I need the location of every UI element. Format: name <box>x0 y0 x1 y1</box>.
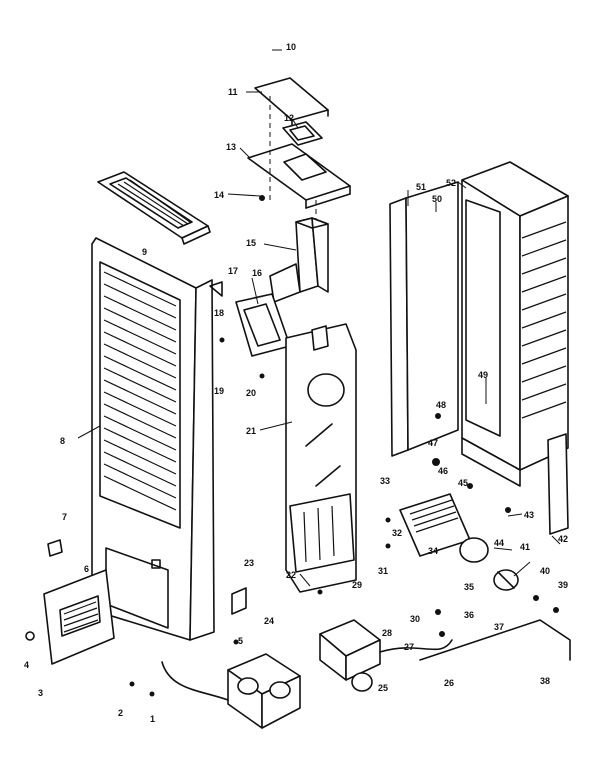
callout-52: 52 <box>446 178 456 188</box>
callout-33: 33 <box>380 476 390 486</box>
callout-36: 36 <box>464 610 474 620</box>
callout-51: 51 <box>416 182 426 192</box>
callout-28: 28 <box>382 628 392 638</box>
callout-9: 9 <box>142 247 147 257</box>
thermocouple-tube <box>161 661 229 701</box>
callout-38: 38 <box>540 676 550 686</box>
callout-50: 50 <box>432 194 442 204</box>
flue-cap-assembly <box>247 77 351 222</box>
callout-24: 24 <box>264 616 274 626</box>
callout-5: 5 <box>238 636 243 646</box>
callout-47: 47 <box>428 438 438 448</box>
callout-22: 22 <box>286 570 296 580</box>
callout-18: 18 <box>214 308 224 318</box>
callout-4: 4 <box>24 660 29 670</box>
callout-23: 23 <box>244 558 254 568</box>
cabinet-louvers <box>103 271 177 511</box>
callout-21: 21 <box>246 426 256 436</box>
callout-10: 10 <box>286 42 296 52</box>
callout-14: 14 <box>214 190 224 200</box>
callout-6: 6 <box>84 564 89 574</box>
part-24-gas-valve <box>161 653 301 729</box>
callout-1: 1 <box>150 714 155 724</box>
callout-12: 12 <box>284 113 294 123</box>
callout-48: 48 <box>436 400 446 410</box>
part-42-side-bracket <box>547 433 569 535</box>
callout-41: 41 <box>520 542 530 552</box>
part-17-clip <box>209 281 223 297</box>
part-7-clip <box>47 539 63 557</box>
callout-19: 19 <box>214 386 224 396</box>
part-30-51-rear-panel <box>389 181 459 457</box>
leader-lines <box>77 49 561 587</box>
part-38-pipe <box>419 619 571 661</box>
rear-cabinet-louvers <box>521 221 567 419</box>
callout-8: 8 <box>60 436 65 446</box>
part-8-front-cabinet <box>91 237 215 641</box>
callout-30: 30 <box>410 614 420 624</box>
part-12-gasket <box>282 121 323 146</box>
callout-11: 11 <box>228 87 238 97</box>
part-21-heat-exchanger <box>285 323 357 593</box>
callout-32: 32 <box>392 528 402 538</box>
callout-34: 34 <box>428 546 438 556</box>
callout-42: 42 <box>558 534 568 544</box>
part-16-gasket-frame <box>235 293 291 379</box>
callout-44: 44 <box>494 538 504 548</box>
part-15-flue-elbow <box>269 217 329 303</box>
callout-29: 29 <box>352 580 362 590</box>
callout-43: 43 <box>524 510 534 520</box>
callout-2: 2 <box>118 708 123 718</box>
callout-7: 7 <box>62 512 67 522</box>
callout-46: 46 <box>438 466 448 476</box>
part-9-top-grille <box>97 171 211 245</box>
callout-27: 27 <box>404 642 414 652</box>
callout-40: 40 <box>540 566 550 576</box>
callout-16: 16 <box>252 268 262 278</box>
callout-37: 37 <box>494 622 504 632</box>
callout-35: 35 <box>464 582 474 592</box>
callout-17: 17 <box>228 266 238 276</box>
part-44-burner <box>399 493 519 591</box>
part-3-access-door <box>25 569 155 697</box>
part-52-rear-cabinet <box>461 161 569 535</box>
callout-labels: 1 2 3 4 5 6 7 8 9 10 11 12 13 14 15 16 1… <box>24 42 568 724</box>
hardware-dots <box>219 337 559 645</box>
callout-49: 49 <box>478 370 488 380</box>
callout-45: 45 <box>458 478 468 488</box>
part-28-valve <box>319 619 453 692</box>
callout-39: 39 <box>558 580 568 590</box>
callout-31: 31 <box>378 566 388 576</box>
callout-15: 15 <box>246 238 256 248</box>
callout-13: 13 <box>226 142 236 152</box>
callout-25: 25 <box>378 683 388 693</box>
callout-26: 26 <box>444 678 454 688</box>
part-23-bracket <box>231 587 247 615</box>
callout-20: 20 <box>246 388 256 398</box>
callout-3: 3 <box>38 688 43 698</box>
